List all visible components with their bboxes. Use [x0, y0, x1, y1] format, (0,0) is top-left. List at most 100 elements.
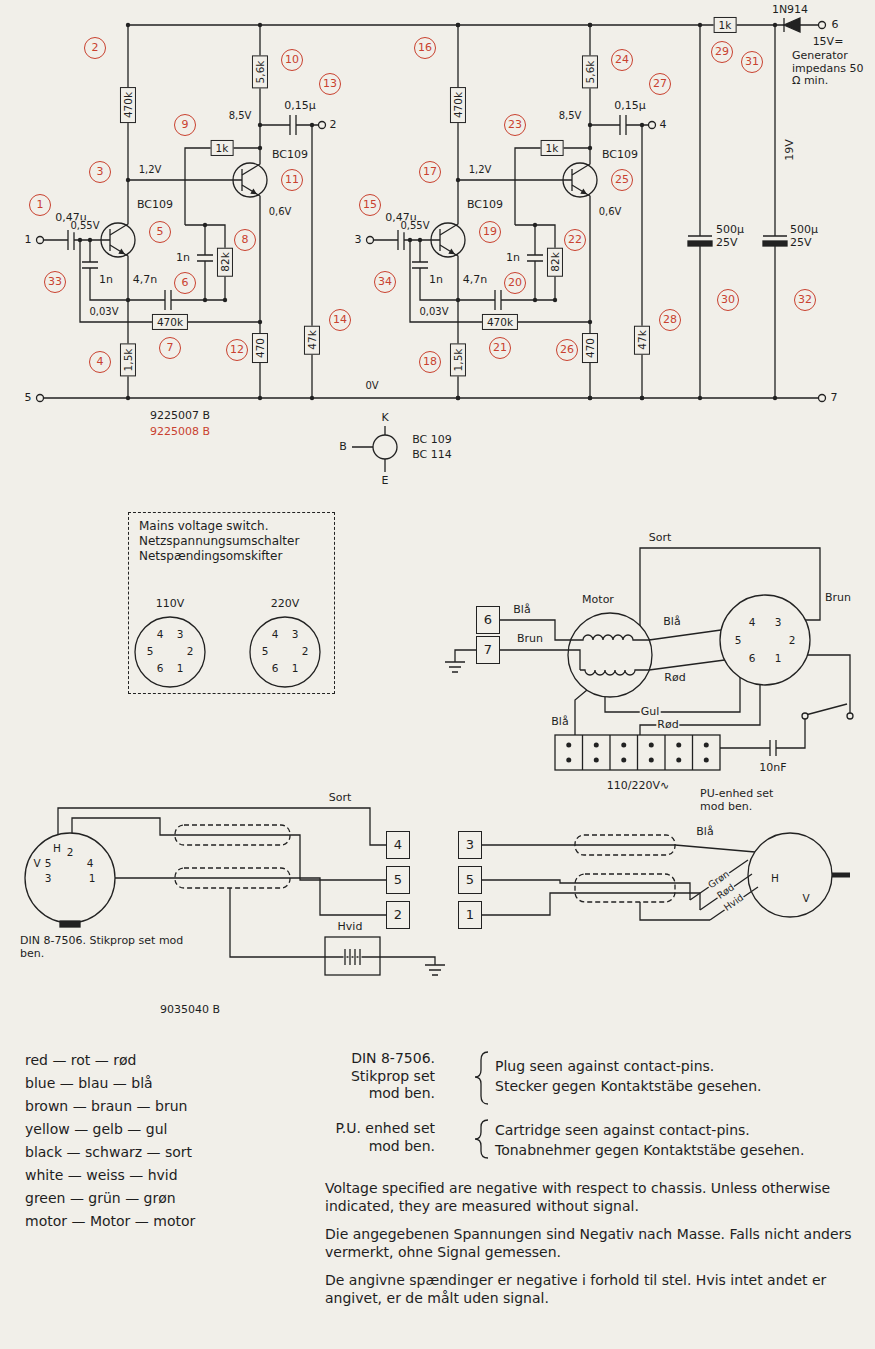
text-label: BC109 [271, 149, 309, 162]
power-supply [588, 23, 592, 27]
pickup-wiring [748, 833, 832, 917]
power-supply [773, 23, 777, 27]
power-supply [456, 23, 460, 27]
text-label: 9035040 B [159, 1004, 221, 1017]
pickup-wiring [345, 949, 360, 965]
text-label: 1n [428, 274, 444, 287]
resistor-value: 47k [304, 325, 320, 354]
pin-number: 4 [272, 628, 279, 640]
pin-number: 1 [177, 662, 184, 674]
pin-number: 5 [262, 645, 269, 657]
power-supply [688, 241, 712, 246]
motor-wiring [580, 670, 649, 675]
motor-wiring [802, 713, 808, 719]
transistor-pinout [352, 426, 385, 472]
voltage-label: 0,03V [419, 306, 448, 318]
text-label: 110/220V∿ [606, 780, 670, 793]
text-label: 4 [659, 119, 668, 132]
note-text: red — rot — rød [25, 1052, 136, 1070]
pin-number: 5 [45, 857, 52, 869]
pickup-wiring [115, 878, 386, 915]
callout-number: 5 [149, 221, 171, 243]
pickup-wiring [175, 868, 290, 888]
text-label: 0,15µ [283, 100, 317, 113]
pin-number: 2 [67, 846, 74, 858]
resistor-value: 1k [211, 140, 234, 156]
panel-heading: Mains voltage switch. [139, 519, 324, 534]
text-label: BC109 [601, 149, 639, 162]
resistor-value: 82k [217, 247, 233, 276]
callout-number: 1 [29, 194, 51, 216]
motor-wiring [676, 743, 681, 748]
terminal-number: 6 [476, 606, 500, 634]
text-label: 500µ 25V [790, 224, 830, 249]
power-supply [763, 25, 787, 398]
text-label: B [338, 441, 348, 454]
callout-number: 7 [159, 337, 181, 359]
power-supply [763, 241, 787, 246]
pin-number: V [33, 857, 40, 869]
note-text: Tonabnehmer gegen Kontaktstäbe gesehen. [495, 1142, 804, 1160]
note-text: Stecker gegen Kontaktstäbe gesehen. [495, 1078, 762, 1096]
motor-wiring [571, 635, 649, 640]
power-supply [456, 23, 777, 400]
pickup-wiring [345, 949, 360, 965]
callout-number: 13 [319, 73, 341, 95]
terminal-number: 4 [386, 831, 410, 859]
panel-heading: Netzspannungsumschalter [139, 534, 324, 549]
amplifier-stage [37, 23, 326, 400]
motor-wiring [594, 743, 599, 748]
callout-number: 11 [281, 169, 303, 191]
pin-number: 3 [45, 872, 52, 884]
resistor-value: 1k [714, 17, 737, 33]
pickup-wiring [380, 957, 445, 975]
pin-number: 1 [292, 662, 299, 674]
callout-number: 10 [281, 49, 303, 71]
text-label: 7 [830, 392, 839, 405]
motor-wiring [640, 685, 760, 735]
voltage-label: 0V [365, 380, 378, 392]
voltage-label: 0,55V [400, 220, 429, 232]
text-label: Brun [824, 592, 852, 605]
motor-wiring [621, 743, 626, 748]
pin-number: 2 [302, 645, 309, 657]
resistor-value: 82k [547, 247, 563, 276]
note-text: white — weiss — hvid [25, 1167, 178, 1185]
text-label: 1n [98, 274, 114, 287]
motor-wiring [649, 758, 654, 763]
callout-number: 8 [234, 229, 256, 251]
power-supply [784, 18, 800, 32]
motor-wiring [640, 548, 820, 626]
note-text: Cartridge seen against contact-pins. [495, 1122, 750, 1140]
power-supply [688, 25, 712, 398]
pickup-wiring [482, 893, 700, 915]
motor-wiring [808, 704, 848, 715]
voltage-label: 0,6V [269, 206, 292, 218]
text-label: PU-enhed set mod ben. [700, 788, 795, 813]
callout-number: 25 [611, 169, 633, 191]
power-supply [44, 25, 819, 398]
power-supply [640, 396, 644, 400]
callout-number: 19 [479, 221, 501, 243]
pin-number: 6 [272, 662, 279, 674]
text-label: 1n [175, 252, 191, 265]
text-label: 4,7n [132, 274, 158, 287]
power-supply [456, 396, 460, 400]
callout-number: 20 [504, 272, 526, 294]
motor-wiring [445, 650, 476, 672]
terminal-number: 3 [458, 831, 482, 859]
brace [475, 1052, 488, 1158]
voltage-label: 0,55V [70, 220, 99, 232]
callout-number: 17 [419, 161, 441, 183]
note-text: black — schwarz — sort [25, 1144, 192, 1162]
callout-number: 33 [44, 271, 66, 293]
pin-number: 2 [789, 634, 796, 646]
motor-wiring [555, 735, 720, 770]
note-text: Voltage specified are negative with resp… [325, 1180, 865, 1215]
resistor-value: 470k [152, 314, 188, 330]
motor-wiring [445, 548, 853, 770]
power-supply [773, 396, 777, 400]
text-label: Blå [695, 826, 714, 839]
motor-wiring [566, 743, 709, 763]
resistor-value: 1,5k [120, 344, 136, 377]
